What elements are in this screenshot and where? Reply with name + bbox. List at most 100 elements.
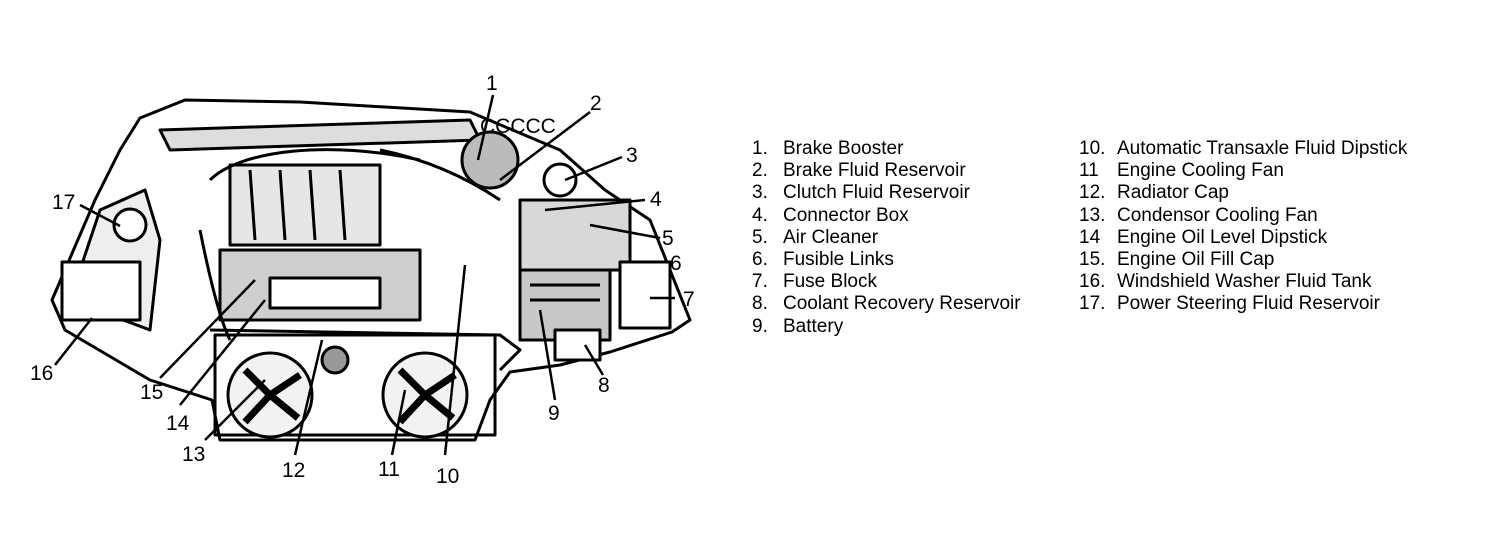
legend-left-column: 1.Brake Booster 2.Brake Fluid Reservoir … — [752, 138, 1021, 338]
callout-17: 17 — [52, 191, 75, 214]
intake-runners — [248, 169, 347, 241]
legend-label: Windshield Washer Fluid Tank — [1117, 271, 1372, 293]
legend-number: 6. — [752, 249, 768, 271]
leader-17 — [79, 203, 121, 228]
legend-label: Condensor Cooling Fan — [1117, 204, 1318, 226]
legend-number: 15. — [1079, 249, 1106, 271]
callout-10: 10 — [436, 465, 459, 488]
legend-label: Clutch Fluid Reservoir — [783, 182, 970, 204]
bay-outline — [50, 98, 692, 442]
air-cleaner-shape — [518, 198, 632, 272]
engine-bay-drawing — [50, 98, 692, 442]
legend-number: 10. — [1079, 138, 1106, 159]
leader-3 — [564, 155, 623, 182]
legend-item: 8. Coolant Recovery Reservoir — [752, 293, 1021, 315]
legend-number: 17. — [1079, 293, 1106, 315]
valve-cover — [268, 276, 382, 310]
leader-lines — [54, 94, 675, 456]
legend-right-column: 10. Automatic Transaxle Fluid Dipstick 11… — [1079, 138, 1407, 316]
legend-number: 14 — [1079, 226, 1101, 248]
callout-8: 8 — [598, 374, 610, 397]
firewall-shelf — [158, 118, 482, 152]
legend-label: Power Steering Fluid Reservoir — [1117, 293, 1380, 315]
legend-label: Engine Oil Fill Cap — [1117, 249, 1275, 271]
legend-number: 3. — [752, 182, 768, 204]
leader-1 — [476, 94, 495, 161]
washer-tank — [60, 260, 142, 322]
legend-number: 8. — [752, 293, 768, 315]
legend-item: 10. Automatic Transaxle Fluid Dipstick — [1079, 138, 1407, 160]
callout-16: 16 — [30, 362, 53, 385]
callout-7: 7 — [683, 288, 695, 311]
legend-item: 11 Engine Cooling Fan — [1079, 160, 1407, 182]
legend-item: 7.Fuse Block — [752, 271, 1021, 293]
callout-15: 15 — [140, 381, 163, 404]
legend-label: Radiator Cap — [1117, 182, 1229, 204]
fuse-block-shape — [618, 260, 672, 330]
leader-13 — [204, 379, 266, 441]
legend-item: 1. Brake Booster — [752, 138, 1021, 160]
legend-item: 6.Fusible Links — [752, 249, 1021, 271]
callout-11: 11 — [378, 458, 400, 481]
battery-cells — [530, 283, 600, 302]
fan-blades-left — [242, 367, 302, 425]
leader-11 — [390, 389, 407, 456]
leader-2 — [499, 111, 591, 181]
radiator-support — [209, 328, 522, 372]
legend-label: Engine Oil Level Dipstick — [1117, 226, 1328, 248]
legend-item: 4. Connector Box — [752, 205, 1021, 227]
legend-label: Air Cleaner — [783, 226, 879, 248]
legend-number: 5. — [752, 226, 768, 248]
legend-number: 9. — [752, 315, 768, 337]
firewall-marks: CCCCC — [480, 115, 556, 138]
legend-label: Connector Box — [783, 204, 909, 226]
legend-number: 1. — [752, 138, 768, 159]
legend-number: 7. — [752, 271, 768, 293]
leader-14 — [179, 299, 266, 406]
legend-number: 12. — [1079, 182, 1106, 204]
leader-15 — [159, 279, 256, 379]
clutch-reservoir-shape — [542, 162, 578, 198]
legend-item: 12. Radiator Cap — [1079, 182, 1407, 204]
legend-label: Battery — [783, 315, 844, 337]
callout-3: 3 — [626, 144, 638, 167]
callout-9: 9 — [548, 402, 560, 425]
coolant-reservoir-shape — [553, 328, 602, 362]
legend-item: 5. Air Cleaner — [752, 227, 1021, 249]
legend-item: 9. Battery — [752, 316, 1021, 338]
legend-label: Engine Cooling Fan — [1117, 160, 1284, 182]
legend-number: 4. — [752, 204, 768, 226]
callout-4: 4 — [650, 188, 662, 211]
leader-16 — [54, 317, 93, 366]
radiator-cap-shape — [320, 345, 350, 375]
callout-14: 14 — [166, 412, 190, 435]
legend-number: 16. — [1079, 271, 1106, 293]
legend-item: 14 Engine Oil Level Dipstick — [1079, 227, 1407, 249]
callout-13: 13 — [182, 443, 205, 466]
legend-label: Coolant Recovery Reservoir — [783, 293, 1021, 315]
legend-number: 13. — [1079, 204, 1106, 226]
legend-item: 16. Windshield Washer Fluid Tank — [1079, 271, 1407, 293]
legend-label: Brake Fluid Reservoir — [783, 160, 966, 182]
leader-10 — [443, 264, 467, 456]
legend-number: 11 — [1079, 160, 1099, 182]
legend-label: Brake Booster — [783, 138, 904, 159]
legend-item: 15. Engine Oil Fill Cap — [1079, 249, 1407, 271]
hoses — [198, 148, 501, 341]
leader-5 — [589, 223, 661, 240]
callout-12: 12 — [282, 459, 305, 482]
legend-item: 13. Condensor Cooling Fan — [1079, 205, 1407, 227]
callout-5: 5 — [662, 227, 674, 250]
power-steering-reservoir-shape — [112, 207, 148, 243]
radiator — [213, 333, 497, 437]
callout-6: 6 — [670, 252, 682, 275]
legend-label: Automatic Transaxle Fluid Dipstick — [1117, 138, 1408, 159]
leader-4 — [544, 198, 646, 212]
legend-number: 2. — [752, 160, 768, 182]
leader-12 — [293, 339, 324, 456]
legend-item: 17. Power Steering Fluid Reservoir — [1079, 293, 1407, 315]
brake-booster-shape — [460, 130, 520, 190]
leader-9 — [538, 309, 557, 401]
fan-blades-right — [397, 367, 457, 425]
callout-2: 2 — [590, 92, 602, 115]
